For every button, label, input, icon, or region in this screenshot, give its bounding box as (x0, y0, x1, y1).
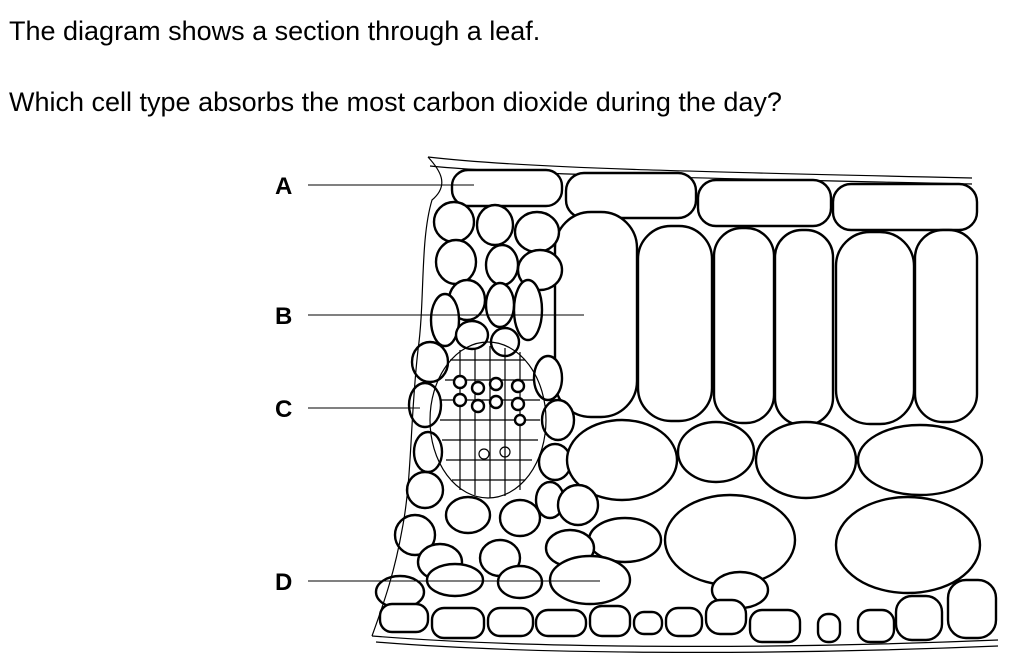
lower-cuticle (371, 635, 999, 647)
label-c: C (275, 396, 420, 423)
label-d: D (275, 569, 600, 596)
left-edge (371, 156, 443, 637)
question-intro: The diagram shows a section through a le… (9, 16, 541, 46)
left-small-cells (405, 200, 576, 520)
upper-cuticle (427, 156, 973, 179)
label-c-text: C (275, 396, 292, 423)
label-a: A (275, 173, 474, 200)
spongy-mesophyll (374, 418, 984, 610)
label-d-text: D (275, 569, 292, 596)
label-b: B (275, 303, 584, 330)
vascular-bundle (429, 341, 547, 499)
upper-epidermis (450, 168, 979, 232)
lower-epidermis (378, 578, 998, 644)
palisade-mesophyll (553, 210, 979, 427)
xylem-vessels (452, 374, 527, 427)
label-a-text: A (275, 173, 292, 200)
lower-cuticle-inner (375, 641, 999, 654)
question-prompt: Which cell type absorbs the most carbon … (9, 87, 782, 117)
label-b-text: B (275, 303, 292, 330)
